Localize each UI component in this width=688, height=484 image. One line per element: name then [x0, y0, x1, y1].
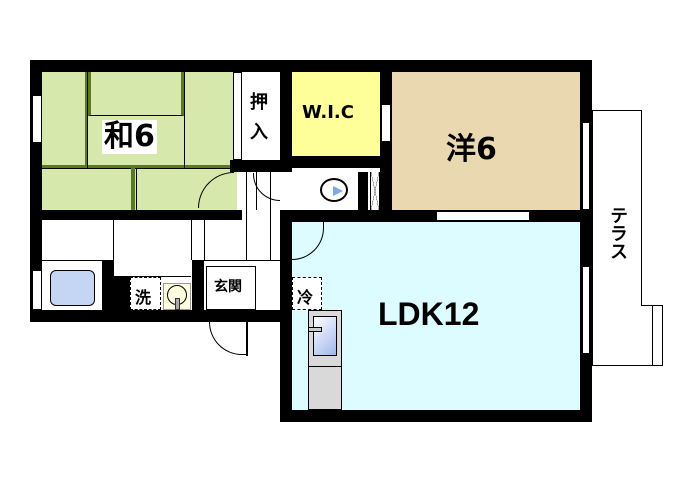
wic-door[interactable] — [381, 104, 391, 142]
tatami-line — [184, 72, 185, 168]
tatami-mat — [184, 72, 237, 168]
wall-top — [30, 60, 592, 72]
reizouko-label: 冷 — [297, 288, 314, 307]
entrance-door-leaf — [246, 322, 248, 356]
tatami-line — [136, 168, 137, 210]
oshiire-door[interactable] — [233, 72, 242, 160]
partition-line — [42, 260, 102, 261]
faucet-icon — [308, 327, 322, 332]
genkan-label: 玄関 — [214, 279, 242, 295]
wall-genkan-right — [280, 260, 292, 322]
window-bath — [32, 270, 42, 310]
oshiire-floor — [242, 72, 280, 160]
sink-icon — [313, 316, 337, 356]
wall-right — [580, 60, 592, 422]
wic-label: W.I.C — [302, 102, 354, 123]
washitsu-label: 和6 — [102, 119, 157, 154]
tatami-mat — [88, 72, 184, 116]
terrace — [592, 110, 642, 366]
wall-oshiire-right — [280, 60, 292, 172]
tatami-line — [87, 72, 88, 168]
partition-line — [204, 220, 205, 260]
toilet-door[interactable] — [370, 172, 380, 210]
window-ldk — [582, 266, 590, 354]
youshitsu-label: 洋6 — [446, 132, 497, 167]
partition-line — [256, 172, 257, 210]
wall-bath-right — [102, 260, 114, 322]
oshiire-label-2: 入 — [250, 122, 268, 143]
sentaku-label-box — [130, 277, 161, 310]
wall-oshiire-bottom — [230, 160, 292, 172]
ldk-label: LDK12 — [378, 296, 480, 332]
wic-floor[interactable] — [292, 72, 380, 156]
toilet-seat-icon — [333, 186, 343, 196]
partition-line — [204, 260, 280, 261]
sentaku-label: 洗 — [135, 288, 152, 307]
genkan-label-box — [206, 266, 256, 310]
window-youshitsu — [582, 122, 590, 210]
counter-divider — [308, 366, 342, 367]
partition-line — [270, 172, 271, 260]
wall-toilet-divider — [358, 172, 368, 212]
wall-ldk-bottom — [280, 410, 592, 422]
partition-line — [113, 220, 114, 277]
toilet-hall-door[interactable] — [253, 173, 280, 201]
youshitsu-floor[interactable] — [392, 72, 580, 210]
partition-line — [246, 172, 247, 260]
wall-washitsu-bottom — [42, 210, 242, 220]
sliding-door-youshitsu-ldk[interactable] — [436, 211, 530, 221]
tatami-mat — [42, 72, 88, 168]
oshiire-label-1: 押 — [250, 92, 268, 113]
reizouko-label-box — [292, 277, 322, 310]
terrace-label: テラス — [607, 206, 628, 260]
tatami-line — [42, 168, 237, 169]
window-washitsu — [32, 95, 42, 143]
wall-genkan-left — [192, 260, 204, 322]
wall-wash-left — [114, 276, 130, 322]
terrace-step-line — [652, 305, 653, 366]
tatami-seam — [131, 168, 135, 210]
entrance-door[interactable] — [209, 322, 247, 355]
wall-bottom-left — [30, 310, 280, 322]
bathtub — [50, 270, 95, 306]
wall-wic-bottom — [280, 156, 392, 168]
faucet-icon — [175, 298, 180, 310]
partition-line — [191, 220, 192, 260]
partition-line — [113, 276, 191, 277]
